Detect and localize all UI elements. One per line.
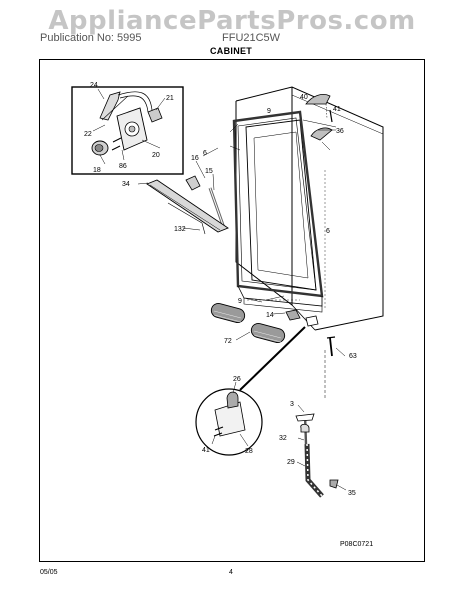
- callout-41-top: 41: [333, 106, 341, 113]
- leveling-parts: [295, 350, 347, 498]
- callout-labels: 24 21 22 20 18 86 6 16 15 34 132 9 40 41…: [84, 82, 373, 548]
- callout-86: 86: [119, 163, 127, 170]
- callout-16: 16: [191, 155, 199, 162]
- callout-6-left: 6: [203, 150, 207, 157]
- inset-detail-box: [71, 86, 184, 175]
- callout-132: 132: [174, 226, 186, 233]
- callout-9-top: 9: [267, 108, 271, 115]
- section-title: CABINET: [210, 46, 253, 56]
- watermark: AppliancePartsPros.com: [48, 6, 416, 36]
- callout-18: 18: [93, 167, 101, 174]
- callout-22: 22: [84, 131, 92, 138]
- callout-20: 20: [152, 152, 160, 159]
- diagram-frame: [39, 59, 425, 562]
- callout-28: 28: [245, 448, 253, 455]
- callout-24: 24: [90, 82, 98, 89]
- callout-72: 72: [224, 338, 232, 345]
- callout-32: 32: [279, 435, 287, 442]
- footer-page-number: 4: [229, 569, 233, 576]
- callout-21: 21: [166, 95, 174, 102]
- callout-63: 63: [349, 353, 357, 360]
- callout-36: 36: [336, 128, 344, 135]
- bottom-front-parts: [210, 295, 346, 357]
- callout-14: 14: [266, 312, 274, 319]
- callout-9-bottom: 9: [238, 298, 242, 305]
- hinge-detail-circle: [195, 326, 306, 456]
- top-hinge-parts: [305, 94, 336, 151]
- callout-41-bottom: 41: [202, 447, 210, 454]
- footer-date: 05/05: [40, 569, 58, 576]
- cabinet-body: [232, 86, 384, 331]
- callout-34: 34: [122, 181, 130, 188]
- callout-26: 26: [233, 376, 241, 383]
- callout-15: 15: [205, 168, 213, 175]
- left-side-parts: [137, 123, 241, 235]
- callout-3: 3: [290, 401, 294, 408]
- callout-35: 35: [348, 490, 356, 497]
- publication-number: Publication No: 5995: [40, 32, 142, 44]
- callout-40: 40: [300, 94, 308, 101]
- callout-6-right: 6: [326, 228, 330, 235]
- callout-29: 29: [287, 459, 295, 466]
- model-number: FFU21C5W: [222, 32, 281, 44]
- diagram-code: P08C0721: [340, 541, 373, 548]
